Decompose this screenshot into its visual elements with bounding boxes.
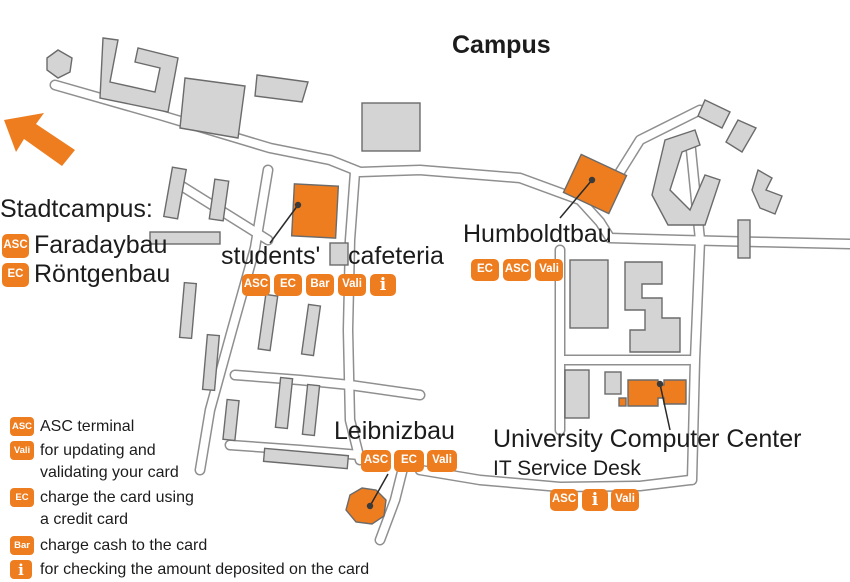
buildings (46, 37, 783, 470)
highlighted-buildings (290, 153, 687, 525)
legend-vali-text-1: for updating and (40, 442, 156, 459)
legend-ec-text-1: charge the card using (40, 489, 194, 506)
page-title: Campus (452, 31, 551, 59)
legend-vali-text-2: validating your card (40, 464, 179, 481)
legend-ec-text-2: a credit card (40, 511, 129, 528)
urz-annex (618, 397, 627, 407)
leibnizbau-label: Leibnizbau (334, 417, 455, 445)
humboldtbau-asc-icon: ASC (503, 259, 531, 281)
urz-asc-icon: ASC (550, 489, 578, 511)
cafeteria-bar-icon: Bar (306, 274, 334, 296)
urz-info-icon: i (582, 489, 608, 511)
humboldtbau-vali-icon: Vali (535, 259, 563, 281)
cafeteria-pin-icon (294, 201, 302, 209)
stadtcampus-asc-icon: ASC (2, 234, 29, 258)
arrow-up-left-icon (4, 113, 75, 166)
legend-ec-icon: EC (10, 488, 34, 507)
roentgenbau-label: Röntgenbau (34, 260, 171, 288)
cafeteria-asc-icon: ASC (242, 274, 270, 296)
legend-info-text: for checking the amount deposited on the… (40, 561, 370, 578)
cafeteria-ec-icon: EC (274, 274, 302, 296)
leibnizbau-vali-icon: Vali (427, 450, 457, 472)
stadtcampus-heading: Stadtcampus: (0, 195, 153, 223)
leaders (269, 176, 671, 510)
legend-bar-icon: Bar (10, 536, 34, 555)
humboldtbau-building (562, 153, 628, 215)
faradaybau-label: Faradaybau (34, 231, 168, 259)
cafeteria-vali-icon: Vali (338, 274, 366, 296)
humboldtbau-label: Humboldtbau (463, 220, 612, 248)
legend-asc-icon: ASC (10, 417, 34, 436)
cafeteria-label-a: students' (221, 242, 321, 270)
humboldtbau-pin-icon (588, 176, 596, 184)
cafeteria-building (290, 183, 340, 239)
cafeteria-info-icon: i (370, 274, 396, 296)
leibnizbau-ec-icon: EC (394, 450, 424, 472)
urz-pin-icon (656, 380, 664, 388)
urz-vali-icon: Vali (611, 489, 639, 511)
urz-label: University Computer Center (493, 425, 802, 453)
legend-info-icon: i (10, 560, 32, 579)
leibnizbau-pin-icon (366, 502, 374, 510)
legend-asc-text: ASC terminal (40, 418, 135, 435)
leibnizbau-asc-icon: ASC (361, 450, 391, 472)
humboldtbau-ec-icon: EC (471, 259, 499, 281)
legend-vali-icon: Vali (10, 441, 34, 460)
leibnizbau-building (345, 487, 387, 525)
urz-sublabel: IT Service Desk (493, 457, 641, 480)
cafeteria-label-b: cafeteria (348, 242, 444, 270)
legend-bar-text: charge cash to the card (40, 537, 208, 554)
stadtcampus-ec-icon: EC (2, 263, 29, 287)
